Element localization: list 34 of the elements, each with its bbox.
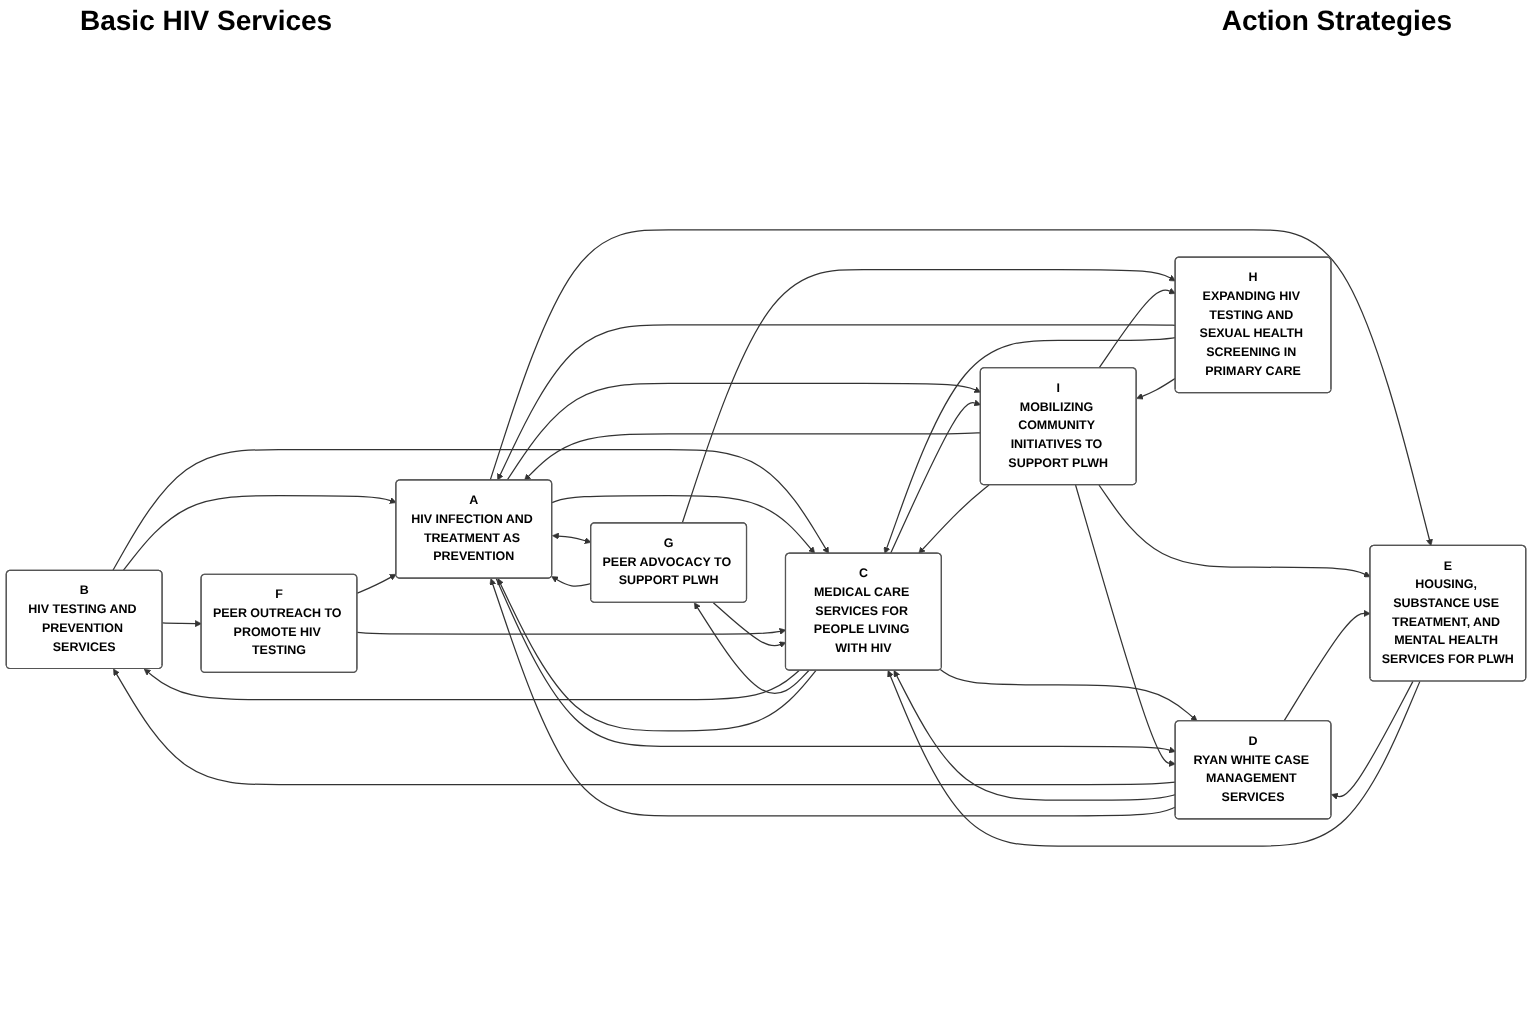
arrow bbox=[918, 484, 990, 554]
arrow bbox=[122, 494, 397, 572]
arrow bbox=[112, 448, 829, 572]
arrow bbox=[497, 324, 1177, 481]
arrow bbox=[497, 578, 817, 732]
arrow bbox=[1074, 484, 1176, 767]
arrow bbox=[489, 578, 1177, 817]
arrow bbox=[712, 602, 787, 648]
arrow bbox=[681, 268, 1176, 524]
column-heading: Action Strategies bbox=[1221, 4, 1452, 40]
arrow bbox=[1283, 610, 1371, 722]
arrow bbox=[113, 668, 1177, 786]
arrow bbox=[506, 382, 981, 481]
arrow bbox=[1098, 484, 1371, 578]
arrow bbox=[694, 602, 810, 694]
arrow bbox=[356, 628, 787, 635]
arrow bbox=[356, 574, 397, 594]
arrow bbox=[939, 668, 1198, 722]
arrow bbox=[1098, 287, 1176, 369]
arrow bbox=[161, 620, 202, 627]
arrow bbox=[1136, 377, 1177, 400]
arrow bbox=[495, 577, 1176, 754]
arrow bbox=[883, 337, 1177, 554]
arrow bbox=[889, 399, 981, 555]
arrow bbox=[893, 670, 1177, 801]
arrow bbox=[551, 576, 592, 587]
arrow bbox=[552, 532, 592, 544]
arrow bbox=[1331, 680, 1414, 800]
column-heading: Basic HIV Services bbox=[80, 4, 333, 40]
arrow bbox=[551, 494, 816, 554]
arrow bbox=[143, 668, 800, 701]
arrow bbox=[524, 432, 982, 481]
arrow bbox=[887, 670, 1421, 847]
arrow bbox=[489, 229, 1433, 547]
